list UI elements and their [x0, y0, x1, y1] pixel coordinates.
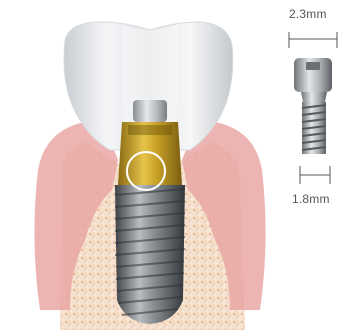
dimension-label-top: 2.3mm [289, 7, 327, 21]
implant-body [115, 185, 185, 324]
dimension-bottom [300, 166, 330, 184]
abutment-screw-head [133, 100, 167, 122]
dimension-top [289, 32, 337, 48]
abutment-screw [294, 58, 332, 154]
dimension-label-bottom: 1.8mm [292, 192, 330, 206]
